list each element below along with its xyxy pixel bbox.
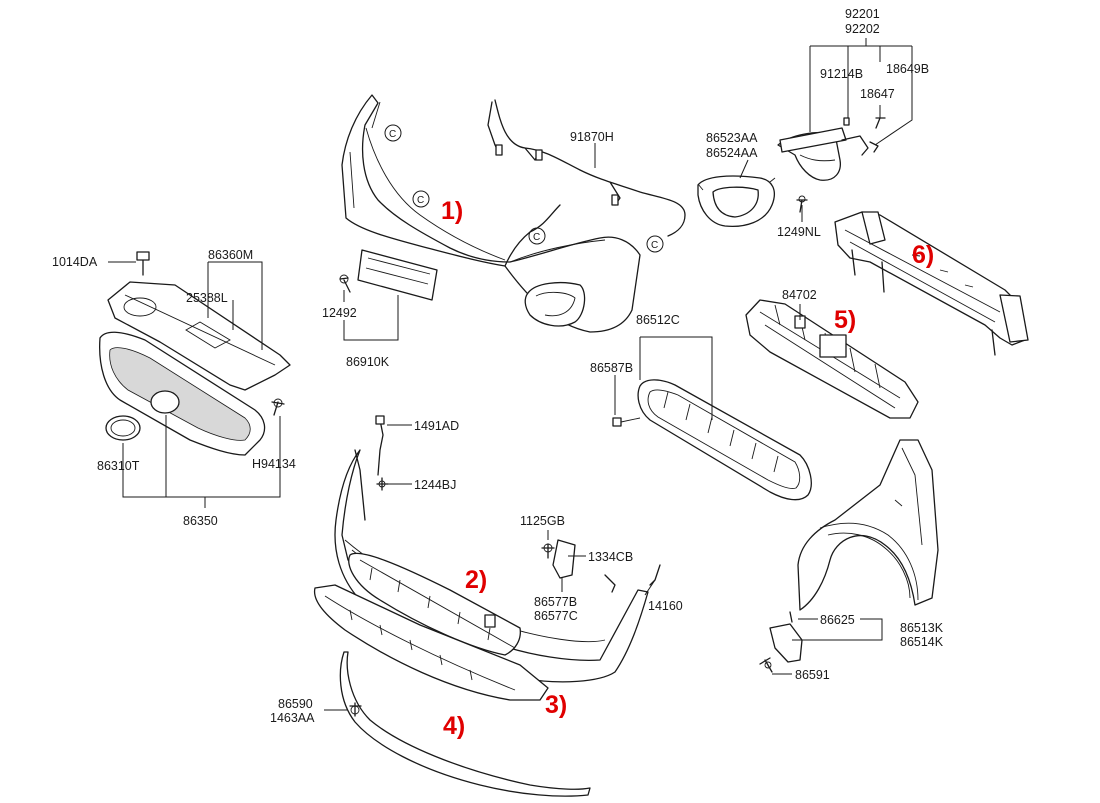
red-markers: 1) 2) 3) 4) 5) 6) (441, 197, 934, 740)
clip-callout: C (412, 190, 430, 208)
label-86513K: 86513K (900, 621, 944, 635)
label-86625: 86625 (820, 613, 855, 627)
label-18647: 18647 (860, 87, 895, 101)
lower-grille (612, 379, 812, 501)
marker-5: 5) (834, 306, 856, 334)
label-92202: 92202 (845, 22, 880, 36)
lower-moulding (339, 651, 591, 797)
label-92201: 92201 (845, 7, 880, 21)
energy-absorber (745, 299, 919, 419)
clip-callout: C (646, 235, 664, 253)
label-84702: 84702 (782, 288, 817, 302)
wiring-harness (487, 99, 686, 267)
label-86577C: 86577C (534, 609, 578, 623)
label-18649B: 18649B (886, 62, 929, 76)
label-25388L: 25388L (186, 291, 228, 305)
bumper-bracket (541, 539, 661, 593)
bumper-beam (834, 211, 1029, 356)
label-1463AA: 1463AA (270, 711, 315, 725)
marker-6: 6) (912, 241, 934, 269)
label-1014DA: 1014DA (52, 255, 98, 269)
label-86360M: 86360M (208, 248, 253, 262)
svg-text:C: C (533, 232, 540, 243)
radiator-grille (99, 251, 291, 456)
svg-text:C: C (651, 240, 658, 251)
fog-lamp-bezel (697, 175, 776, 228)
label-91214B: 91214B (820, 67, 863, 81)
front-bumper-cover (339, 94, 641, 333)
label-86523AA: 86523AA (706, 131, 758, 145)
label-1249NL: 1249NL (777, 225, 821, 239)
label-14160: 14160 (648, 599, 683, 613)
clip-callout: C (384, 124, 402, 142)
label-86591: 86591 (795, 668, 830, 682)
leader-lines (108, 38, 913, 711)
clip-callout: C (528, 227, 546, 245)
label-86310T: 86310T (97, 459, 140, 473)
label-86350: 86350 (183, 514, 218, 528)
label-12492: 12492 (322, 306, 357, 320)
label-86587B: 86587B (590, 361, 633, 375)
marker-1: 1) (441, 197, 463, 225)
label-86590: 86590 (278, 697, 313, 711)
marker-3: 3) (545, 691, 567, 719)
fog-lamp-fasteners (796, 117, 886, 213)
marker-4: 4) (443, 712, 465, 740)
label-1244BJ: 1244BJ (414, 478, 456, 492)
label-86524AA: 86524AA (706, 146, 758, 160)
skid-plate (313, 584, 549, 701)
part-number-labels: 92201 92202 91214B 18649B 18647 86523AA … (52, 7, 944, 725)
label-1491AD: 1491AD (414, 419, 459, 433)
fog-lamp-housing (777, 127, 869, 181)
svg-text:C: C (417, 195, 424, 206)
marker-2: 2) (465, 566, 487, 594)
label-91870H: 91870H (570, 130, 614, 144)
label-86514K: 86514K (900, 635, 944, 649)
clip-callouts: C C C C (384, 124, 664, 253)
label-1125GB: 1125GB (520, 514, 565, 528)
label-H94134: H94134 (252, 457, 296, 471)
label-1334CB: 1334CB (588, 550, 633, 564)
label-86577B: 86577B (534, 595, 577, 609)
svg-text:C: C (389, 129, 396, 140)
label-86910K: 86910K (346, 355, 390, 369)
label-86512C: 86512C (636, 313, 680, 327)
front-fender (759, 439, 939, 673)
